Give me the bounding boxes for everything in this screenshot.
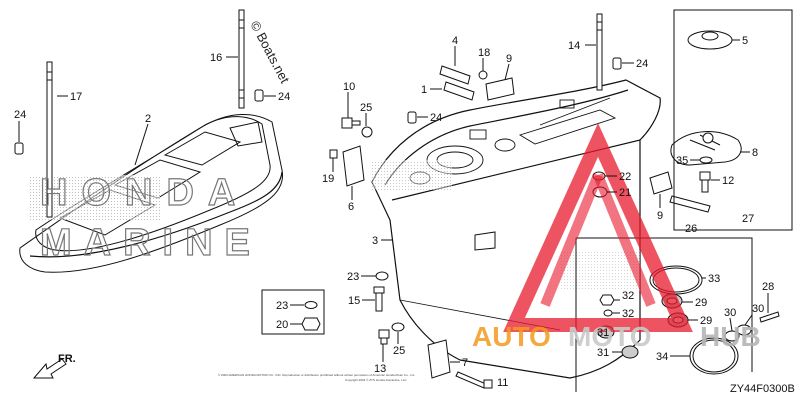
direction-label: FR. [58, 353, 76, 365]
case-shading [372, 160, 452, 190]
callout-2: 2 [145, 113, 151, 125]
callout-8: 8 [752, 147, 758, 159]
washer-part-35 [699, 156, 713, 164]
front-direction-arrow-icon [32, 358, 67, 379]
bolt-part-12 [699, 171, 711, 193]
stud-bolt-14 [596, 13, 603, 91]
callout-13: 13 [374, 363, 386, 375]
dowel-pin-part [14, 57, 622, 155]
copyright-line-2: Copyright 2004 © ZYS Honda Interactive, … [345, 378, 407, 382]
callout-4: 4 [452, 35, 458, 47]
callout-25-upper: 25 [360, 102, 372, 114]
washer-icon [304, 301, 318, 309]
callout-31-a: 31 [597, 327, 609, 339]
callout-31-b: 31 [597, 347, 609, 359]
bolt-part-11 [455, 371, 493, 389]
washer-part-23 [375, 271, 389, 281]
clip-part-19 [329, 149, 338, 159]
callout-10: 10 [343, 81, 355, 93]
callout-16: 16 [210, 52, 222, 64]
callout-15: 15 [348, 295, 360, 307]
callout-7: 7 [462, 357, 468, 369]
logo-auto-text: AUTO [472, 321, 551, 352]
copyright-line-1: © 2003 AMERICAN HONDA MOTOR CO., INC. Re… [218, 373, 415, 377]
washer-part-25-lower [391, 322, 405, 332]
callout-24-c: 24 [430, 112, 442, 124]
logo-moto-text: MOTO [568, 321, 651, 352]
diagram-border-box [673, 9, 793, 231]
callout-numbers: 1 2 3 4 5 6 7 8 9 9 10 11 12 13 14 15 16… [14, 35, 774, 389]
callout-27: 27 [742, 213, 754, 225]
callout-9-lower: 9 [657, 210, 663, 222]
diagram-code: ZY44F0300B [730, 383, 795, 395]
plate-parts [439, 65, 673, 195]
bolt-part-10 [341, 117, 361, 129]
honda-brand-watermark: HONDA [40, 172, 249, 214]
callout-6: 6 [348, 201, 354, 213]
callout-22: 22 [619, 171, 631, 183]
stud-bolt-16 [238, 9, 245, 109]
callout-25-lower: 25 [393, 345, 405, 357]
callout-32-a: 32 [622, 290, 634, 302]
callout-30-a: 30 [724, 307, 736, 319]
callout-29-b: 29 [700, 315, 712, 327]
callout-33: 33 [708, 273, 720, 285]
callout-26: 26 [685, 223, 697, 235]
callout-34: 34 [656, 351, 668, 363]
callout-30-b: 30 [752, 303, 764, 315]
bolt-part-15 [373, 286, 385, 312]
callout-24-b: 24 [278, 91, 290, 103]
callout-29-a: 29 [695, 297, 707, 309]
case-slot [474, 231, 496, 251]
stud-bolt-17 [46, 61, 53, 218]
callout-32-b: 32 [622, 308, 634, 320]
callout-14: 14 [568, 40, 580, 52]
callout-18: 18 [478, 47, 490, 59]
callout-5: 5 [742, 35, 748, 47]
bolt-part-angled [669, 195, 711, 213]
automotohub-logo: AUTO MOTO HUB [472, 123, 761, 352]
callout-9-upper: 9 [506, 53, 512, 65]
sub-assembly-bracket [575, 237, 753, 392]
callout-23-legend: 23 [276, 300, 288, 312]
logo-hub-text: HUB [700, 321, 761, 352]
callout-3: 3 [372, 235, 378, 247]
hardware-legend-box [261, 289, 325, 335]
washer-part-25 [361, 126, 373, 138]
callout-19: 19 [322, 173, 334, 185]
plate-part-7 [427, 339, 451, 379]
callout-35: 35 [676, 155, 688, 167]
callout-21: 21 [619, 187, 631, 199]
marine-brand-watermark: MARINE [40, 222, 262, 264]
callout-28: 28 [762, 281, 774, 293]
callout-12: 12 [722, 175, 734, 187]
mount-part-8 [670, 131, 742, 166]
callout-23-main: 23 [347, 271, 359, 283]
callout-11: 11 [497, 377, 508, 389]
callout-24-d: 24 [636, 58, 648, 70]
bolt-part-13 [378, 329, 390, 345]
callout-20: 20 [276, 319, 288, 331]
callout-24-a: 24 [14, 109, 26, 121]
boats-net-watermark: © Boats.net [247, 18, 292, 86]
callout-17: 17 [70, 91, 82, 103]
callout-1: 1 [421, 84, 427, 96]
bracket-part-6 [342, 145, 365, 187]
grommet-part-5 [687, 30, 733, 50]
nut-icon [301, 317, 321, 331]
